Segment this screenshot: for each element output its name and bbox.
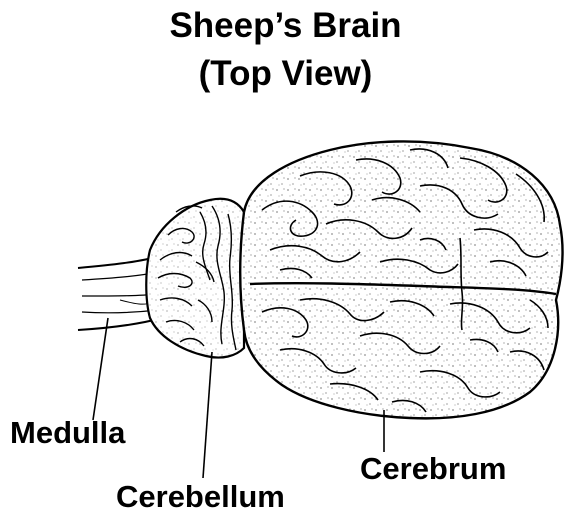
medulla-leader (93, 318, 108, 420)
label-cerebrum: Cerebrum (360, 452, 506, 486)
label-medulla: Medulla (10, 416, 125, 450)
cerebrum (240, 141, 562, 418)
cerebellum-leader (203, 352, 212, 478)
cerebellum (146, 199, 244, 358)
label-cerebellum: Cerebellum (116, 480, 285, 514)
